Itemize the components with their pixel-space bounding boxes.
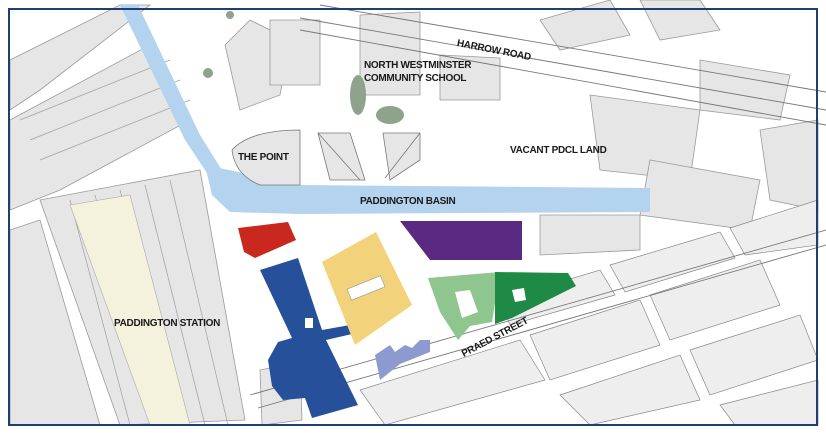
label-paddington-basin: PADDINGTON BASIN: [360, 196, 456, 207]
harrow-road: [299, 4, 826, 126]
background-buildings: [9, 0, 819, 426]
praed-street: [249, 229, 826, 409]
site-dark-green[interactable]: [495, 272, 576, 324]
map-frame: [8, 8, 818, 426]
site-lavender[interactable]: [375, 340, 430, 380]
trees: [203, 11, 404, 124]
label-paddington-station: PADDINGTON STATION: [114, 318, 221, 329]
site-red[interactable]: [238, 222, 296, 258]
residential-blocks: [359, 199, 819, 426]
label-the-point: THE POINT: [238, 152, 289, 163]
canal-water: [120, 5, 650, 214]
label-vacant-land: VACANT PDCL LAND: [510, 145, 607, 156]
site-blue[interactable]: [260, 258, 358, 418]
label-school-line2: COMMUNITY SCHOOL: [364, 73, 467, 84]
waterfront-buildings: [231, 129, 421, 186]
label-school-line1: NORTH WESTMINSTER: [364, 60, 472, 71]
site-purple[interactable]: [400, 221, 522, 260]
